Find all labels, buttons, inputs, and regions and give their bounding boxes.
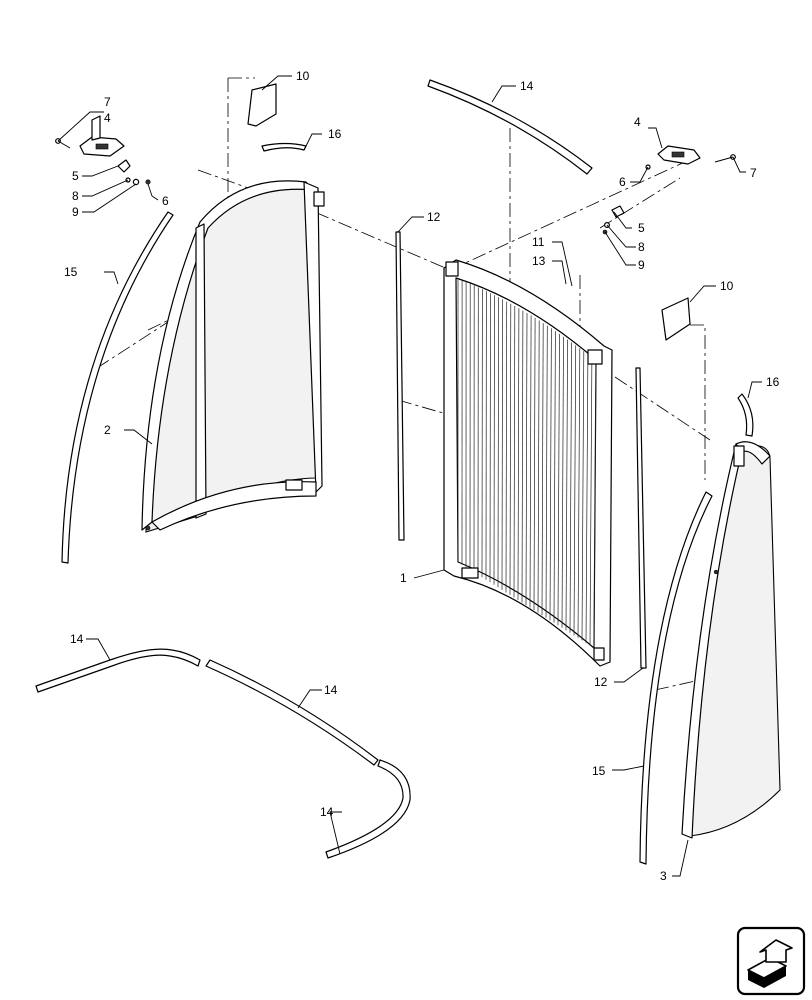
callout-3: 3 [660, 869, 667, 883]
main-grille-panel [443, 259, 613, 667]
grille-slat [549, 328, 552, 621]
callout-8-left: 8 [72, 189, 79, 203]
grille-slat [565, 339, 568, 631]
callout-15-right: 15 [592, 764, 606, 778]
grille-slat [525, 312, 528, 606]
right-side-panel [681, 441, 781, 839]
grille-slat [497, 297, 499, 588]
callout-10-left: 10 [296, 69, 310, 83]
callout-1: 1 [400, 571, 407, 585]
seal-12-left [395, 231, 405, 541]
callout-4-left: 4 [104, 111, 111, 125]
callout-6-left: 6 [162, 194, 169, 208]
seal-16-top [261, 142, 307, 152]
callout-12-top: 12 [427, 210, 441, 224]
trim-15-right [639, 491, 713, 865]
callout-15-left: 15 [64, 265, 78, 279]
grille-slat [513, 305, 516, 598]
grille-slat [593, 359, 597, 649]
callout-9-right: 9 [638, 258, 645, 272]
grille-slat [537, 320, 540, 613]
callout-16-top: 16 [328, 127, 342, 141]
callout-12-bottom: 12 [594, 675, 608, 689]
decal-10-left [247, 83, 277, 127]
callout-10-right: 10 [720, 279, 734, 293]
left-hinge-assembly [55, 115, 151, 186]
strip-14-long [35, 648, 411, 859]
right-hinge-assembly [602, 145, 736, 235]
grille-slat [493, 295, 495, 585]
callout-6-right: 6 [619, 175, 626, 189]
grille-slat [577, 348, 581, 638]
grille-slat [489, 293, 491, 583]
grille-slat [545, 325, 548, 618]
grille-slat [589, 356, 593, 646]
strip-14-top [427, 79, 593, 175]
clip-left-5 [117, 159, 131, 173]
left-door-panel [141, 180, 325, 533]
callout-14-bottom: 14 [320, 805, 334, 819]
callout-2: 2 [104, 423, 111, 437]
callouts: 7 4 5 8 9 6 10 16 12 15 2 14 4 7 6 5 8 9… [64, 69, 780, 883]
callout-7-left: 7 [104, 95, 111, 109]
grille-slat [557, 333, 560, 626]
callout-7-right: 7 [750, 166, 757, 180]
seal-12-right [635, 367, 647, 669]
grille-slat [561, 336, 564, 628]
callout-16-right: 16 [766, 375, 780, 389]
decal-10-right [661, 297, 691, 341]
callout-13: 13 [532, 254, 546, 268]
callout-5-left: 5 [72, 169, 79, 183]
nut-left-9 [145, 179, 151, 185]
grille-slat [581, 351, 585, 641]
grille-slat [573, 345, 577, 636]
grille-slat [521, 310, 524, 603]
grille-slat [529, 315, 532, 608]
callout-14-top: 14 [520, 79, 534, 93]
grille-slat [553, 331, 556, 623]
grille-slat [533, 317, 536, 611]
callout-14-left: 14 [70, 632, 84, 646]
callout-14-middle: 14 [324, 683, 338, 697]
callout-5-right: 5 [638, 221, 645, 235]
seal-16-right [737, 393, 754, 437]
trim-15-left [61, 211, 174, 564]
leader-lines [57, 75, 762, 877]
callout-9-left: 9 [72, 205, 79, 219]
grille-slat [569, 342, 572, 633]
grille-slat [501, 299, 503, 590]
grille-slat [517, 308, 520, 600]
navigation-arrow-icon[interactable] [736, 926, 806, 996]
washer-left-8 [132, 178, 140, 186]
callout-4-right: 4 [634, 115, 641, 129]
callout-11: 11 [532, 235, 545, 249]
grille-slat [505, 301, 508, 593]
grille-slat [585, 354, 589, 643]
callout-8-right: 8 [638, 240, 645, 254]
grille-slat [509, 303, 512, 595]
grille-slat [541, 323, 544, 616]
clip-right-5 [611, 205, 625, 218]
